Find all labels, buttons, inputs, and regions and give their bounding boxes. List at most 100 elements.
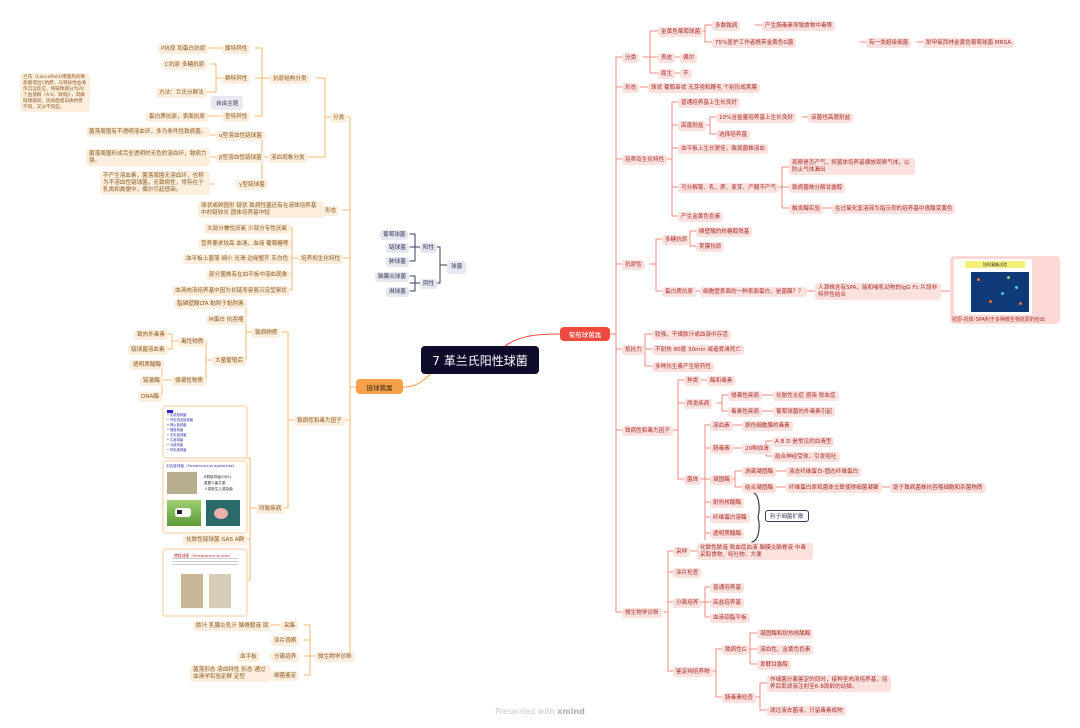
staph-hemolysin[interactable]: 溶血素	[710, 421, 733, 431]
strep-beta-detail[interactable]: 菌落周围形成完全透明的无色的溶血环，致病力强。	[86, 149, 210, 166]
strep-genus[interactable]: 属特异性	[222, 44, 251, 54]
strep-culture-item[interactable]: 部分菌株有在血平板中溶血现象	[206, 270, 291, 280]
strep-mass[interactable]: 大量繁殖后	[212, 356, 246, 366]
strep-culture-item[interactable]: 血清肉汤培养基中因为长链而容易沉淀呈絮状	[172, 286, 290, 296]
staph-catalase-detail[interactable]: 在过氧化氢溶液为指示剂的培养基中遇酸变黄色	[832, 204, 956, 214]
spa-image-card[interactable]: 协同凝集试验 抗原-抗体-SPA利于多种微生物抗原的检出	[950, 256, 1060, 324]
staph-two-diseases[interactable]: 两类疾病	[684, 399, 713, 409]
cocci-neg-item[interactable]: 淋球菌	[386, 287, 409, 297]
staph-toxic[interactable]: 毒素性疾病	[728, 407, 762, 417]
strep-antigen-class[interactable]: 抗原结构分类	[270, 74, 310, 84]
staph-resistance-item[interactable]: 较强，干燥脓汁或血液中存活	[652, 330, 731, 340]
strep-substance[interactable]: 致病物质	[252, 328, 281, 338]
staph-serotypes[interactable]: 20种血清	[742, 444, 772, 454]
staph-diagnosis[interactable]: 微生物学诊断	[622, 608, 662, 618]
staph-enzyme[interactable]: 纤维蛋白溶酶	[710, 513, 750, 523]
staph-sapro-detail[interactable]: 不	[680, 69, 692, 79]
strep-diagnosis[interactable]: 微生物学诊断	[315, 652, 355, 662]
staph-protein-detail[interactable]: 细胞壁表面的一种表面蛋白，是菌膜？？	[700, 287, 807, 297]
staph-spa-detail[interactable]: 人源株含有SPA，能和哺乳动物的IgG Fc 片段非特异性结合	[815, 283, 941, 300]
staph-invasive[interactable]: 侵袭性疾病	[728, 391, 762, 401]
topic-streptococcus[interactable]: 链球菌属	[356, 379, 403, 394]
staph-pathogenic[interactable]: 致病性G	[722, 645, 750, 655]
strep-species-card[interactable]: • 化脓链球菌• 甲型溶血链球菌• 肺炎链球菌• 猪链球菌• 无乳链球菌• 牛链…	[162, 405, 248, 459]
staph-ferment-sub[interactable]: 触发酶实验	[789, 204, 823, 214]
strep-mprotein[interactable]: M蛋白 抗吞噬	[206, 315, 247, 325]
strep-sample[interactable]: 采集	[281, 621, 299, 631]
staph-sample-detail[interactable]: 化脓性脓液 败血症血液 脑膜炎脑脊液 中毒采取食物、呕吐物、大便	[697, 543, 813, 560]
strep-disease[interactable]: 所致疾病	[256, 504, 285, 514]
strep-morphology-detail[interactable]: 球状或卵圆形 链状 致病性菌还有在液体培养基中的链较长 固体培养基中短	[198, 201, 324, 218]
staph-morphology[interactable]: 形态	[622, 83, 640, 93]
staph-resistance[interactable]: 抵抗力	[622, 345, 645, 355]
staph-entero-sub[interactable]: 作细菌分离鉴定的同时，接种至肉汤培养基，培养后取滤液注射至6-8周龄的幼猫。	[767, 675, 891, 692]
strep-alpha[interactable]: α型溶血性链球菌	[216, 131, 265, 141]
free-topic[interactable]: 自由主题	[211, 96, 244, 110]
staph-bound-coag[interactable]: 结合凝固酶	[742, 483, 776, 493]
cocci-pos-item[interactable]: 葡萄球菌	[380, 230, 409, 240]
staph-mrsa[interactable]: 耐甲氧西林金黄色葡萄球菌 MRSA	[923, 38, 1015, 48]
strep-culture-item[interactable]: 血平板上菌落 细小 光滑 边缘整齐 灰白色	[183, 254, 292, 264]
staph-salt-detail[interactable]: 该菌也高度耐盐	[808, 113, 854, 123]
staph-virulence[interactable]: 致病性和毒力因子	[622, 426, 673, 436]
strep-genus-detail[interactable]: P抗原 和蛋白抗原	[158, 44, 209, 54]
staph-entero-test[interactable]: 肠毒素检查	[722, 693, 756, 703]
staph-smear[interactable]: 涂片检查	[673, 568, 702, 578]
strep-lta[interactable]: 脂磷壁酸LTA 黏附于黏附素	[174, 299, 247, 309]
strep-invasive-sub[interactable]: 链激酶	[140, 376, 163, 386]
staph-species[interactable]: 种类	[684, 376, 702, 386]
strep-culture-item[interactable]: 大部分兼性厌氧 少部分专性厌氧	[204, 224, 291, 234]
cocci-root[interactable]: 球菌	[447, 261, 467, 274]
staph-culture-item[interactable]: 可分解葡、乳、蔗、麦芽、产酸不产气	[678, 183, 780, 193]
strep-culture-item[interactable]: 营养要求较高 血清、血液 葡萄糖等	[198, 239, 292, 249]
staph-isolation-sub[interactable]: 高盐培养基	[710, 598, 744, 608]
strep-beta[interactable]: β型溶血性链球菌	[216, 153, 265, 163]
staph-epi-detail[interactable]: 偶尔	[680, 53, 698, 63]
staph-ferment-sub[interactable]: 观察是否产气，将菌体培养基横放观察气体，以防止气体漏出	[789, 158, 915, 175]
staph-classification[interactable]: 分类	[622, 53, 640, 63]
strep-group[interactable]: 群特异性	[222, 74, 251, 84]
staph-pathogenic-sub[interactable]: 发酵甘露醇	[757, 660, 791, 670]
staph-resistance-item[interactable]: 不耐热 80度 30min 或者煮沸死亡	[652, 345, 745, 355]
staph-multi[interactable]: 多数致病	[712, 21, 741, 31]
staph-carrier[interactable]: 75%医护工作者携带金黄色G菌	[712, 38, 797, 48]
staph-hemolysin-detail[interactable]: 损伤细胞膜的毒素	[742, 421, 793, 431]
cocci-negative[interactable]: 阴性	[420, 279, 438, 289]
strep-virulence[interactable]: 致病性和毒力因子	[294, 416, 345, 426]
staph-enzyme[interactable]: 耐热核酸酶	[710, 498, 744, 508]
staph-morphology-detail[interactable]: 球状 葡萄串状 无芽孢和鞭毛 个别形成荚膜	[648, 83, 761, 93]
staph-protein[interactable]: 蛋白质抗原	[662, 287, 696, 297]
staph-golden[interactable]: 金黄色葡萄球菌	[658, 27, 704, 37]
staph-culture-item[interactable]: 产生金黄色色素	[678, 212, 724, 222]
staph-enterotoxin[interactable]: 肠毒素	[710, 444, 733, 454]
staph-culture-item[interactable]: 普通培养基上生长良好	[678, 98, 740, 108]
staph-free-coag[interactable]: 游离凝固酶	[742, 467, 776, 477]
bracket-note[interactable]: 利于细菌扩散	[765, 510, 809, 522]
staph-toxic-detail[interactable]: 葡萄球菌的外毒素引起	[773, 407, 835, 417]
cocci-positive[interactable]: 阳性	[420, 243, 438, 253]
staph-salt-sub[interactable]: 选择培养基	[716, 130, 750, 140]
staph-culture-item[interactable]: 血平板上生长更佳，致病菌株溶血	[678, 144, 768, 154]
strep-invasive[interactable]: 侵袭性物质	[172, 376, 206, 386]
strep-type[interactable]: 型特异性	[222, 112, 251, 122]
staph-isolation-sub[interactable]: 普通培养基	[710, 583, 744, 593]
topic-staphylococcus[interactable]: 葡萄球菌属	[560, 327, 610, 341]
staph-isolation[interactable]: 分离培养	[673, 598, 702, 608]
strep-toxic-sub[interactable]: 链球菌溶血素	[128, 345, 168, 355]
staph-carrier-detail[interactable]: 有一类超级细菌	[866, 38, 912, 48]
staph-enzyme[interactable]: 透明质酸酶	[710, 529, 744, 539]
staph-sample[interactable]: 采样	[673, 547, 691, 557]
staph-pathogenic-sub[interactable]: 凝固酶和耐热核酸酶	[757, 629, 814, 639]
strep-morphology[interactable]: 形态	[322, 206, 340, 216]
staph-sero-sub[interactable]: 结合神经受体，引发呕吐	[772, 452, 840, 462]
strep-gamma-detail[interactable]: 不产生溶血素，菌落周围无溶血环，也称为不溶血性链球菌。无致病性，常存在于乳类和粪…	[100, 171, 210, 195]
strep-lancefield[interactable]: 兰氏（Lancefield)用菌热的稀盐酸液出C抗原，与特异性血清作沉淀反应，将…	[20, 73, 90, 112]
staph-ferment-sub[interactable]: 致病菌株分解甘露醇	[789, 183, 846, 193]
staph-body[interactable]: 菌体	[684, 475, 702, 485]
strep-hemolysis[interactable]: 溶血现象分类	[268, 153, 308, 163]
staph-culture-item[interactable]: 高度耐盐	[678, 121, 707, 131]
strep-identify[interactable]: 细菌鉴定	[271, 671, 300, 681]
strep-gas[interactable]: 化脓性链球菌 GAS A群	[183, 535, 248, 545]
staph-entero-sub[interactable]: 滤过液去菌液，只留毒素成物	[767, 706, 846, 716]
cocci-neg-item[interactable]: 脑膜炎球菌	[375, 272, 409, 282]
